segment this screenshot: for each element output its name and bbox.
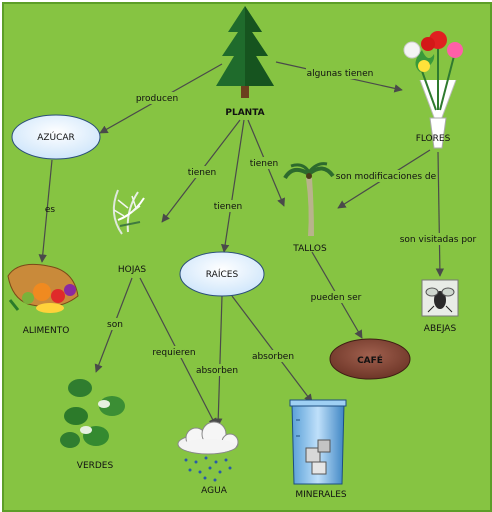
link-labels: producen algunas tienen tienen tienen ti…: [45, 67, 477, 376]
link-azucar-alimento: [38, 159, 53, 263]
bee-icon: [421, 279, 459, 317]
node-flores[interactable]: FLORES: [403, 31, 463, 149]
beaker-icon: [289, 399, 347, 485]
label-son-modificaciones: son modificaciones de: [336, 172, 437, 182]
raices-oval: [179, 251, 265, 297]
node-alimento-label: ALIMENTO: [23, 326, 70, 336]
label-tienen-tallos: tienen: [250, 159, 279, 169]
node-hojas-label: HOJAS: [118, 265, 147, 275]
label-requieren: requieren: [152, 348, 195, 358]
node-azucar-label: AZÚCAR: [37, 131, 75, 143]
rain-cloud-icon: [177, 421, 239, 482]
label-tienen-raices: tienen: [214, 202, 243, 212]
node-minerales-label: MINERALES: [295, 490, 347, 500]
node-azucar[interactable]: AZÚCAR: [11, 114, 101, 160]
cafe-oval: [329, 338, 411, 380]
node-verdes-label: VERDES: [77, 461, 114, 471]
node-minerales[interactable]: MINERALES: [289, 399, 347, 500]
node-planta-label: PLANTA: [225, 108, 264, 118]
label-son-visitadas: son visitadas por: [400, 235, 477, 245]
label-son: son: [107, 320, 123, 330]
leaves-icon: [112, 189, 145, 235]
node-planta[interactable]: PLANTA: [216, 6, 274, 118]
node-flores-label: FLORES: [416, 134, 451, 144]
label-es: es: [45, 205, 56, 215]
node-agua-label: AGUA: [201, 486, 228, 496]
node-hojas[interactable]: HOJAS: [112, 189, 147, 275]
green-leaves-icon: [60, 379, 125, 448]
link-flores-abejas: [435, 151, 445, 277]
node-cafe-label: CAFÉ: [357, 354, 383, 366]
node-raices-label: RAÍCES: [206, 268, 239, 280]
node-raices[interactable]: RAÍCES: [179, 251, 265, 297]
label-absorben-minerales: absorben: [252, 352, 294, 362]
label-producen: producen: [136, 94, 178, 104]
node-tallos[interactable]: TALLOS: [283, 162, 335, 254]
node-tallos-label: TALLOS: [292, 244, 327, 254]
label-algunas-tienen: algunas tienen: [307, 69, 374, 79]
node-abejas-label: ABEJAS: [424, 324, 457, 334]
node-alimento[interactable]: ALIMENTO: [7, 263, 79, 336]
cornucopia-icon: [7, 263, 79, 313]
palm-tree-icon: [283, 162, 335, 236]
node-cafe[interactable]: CAFÉ: [329, 338, 411, 380]
node-verdes[interactable]: VERDES: [60, 379, 125, 471]
node-abejas[interactable]: ABEJAS: [421, 279, 459, 334]
tree-icon: [216, 6, 274, 98]
node-agua[interactable]: AGUA: [177, 421, 239, 496]
azucar-oval: [11, 114, 101, 160]
flowers-icon: [403, 31, 463, 149]
label-absorben-agua: absorben: [196, 366, 238, 376]
link-planta-raices: [220, 119, 245, 253]
link-raices-minerales: [231, 295, 313, 403]
link-raices-agua: [214, 295, 223, 427]
label-pueden-ser: pueden ser: [311, 293, 362, 303]
label-tienen-hojas: tienen: [188, 168, 217, 178]
